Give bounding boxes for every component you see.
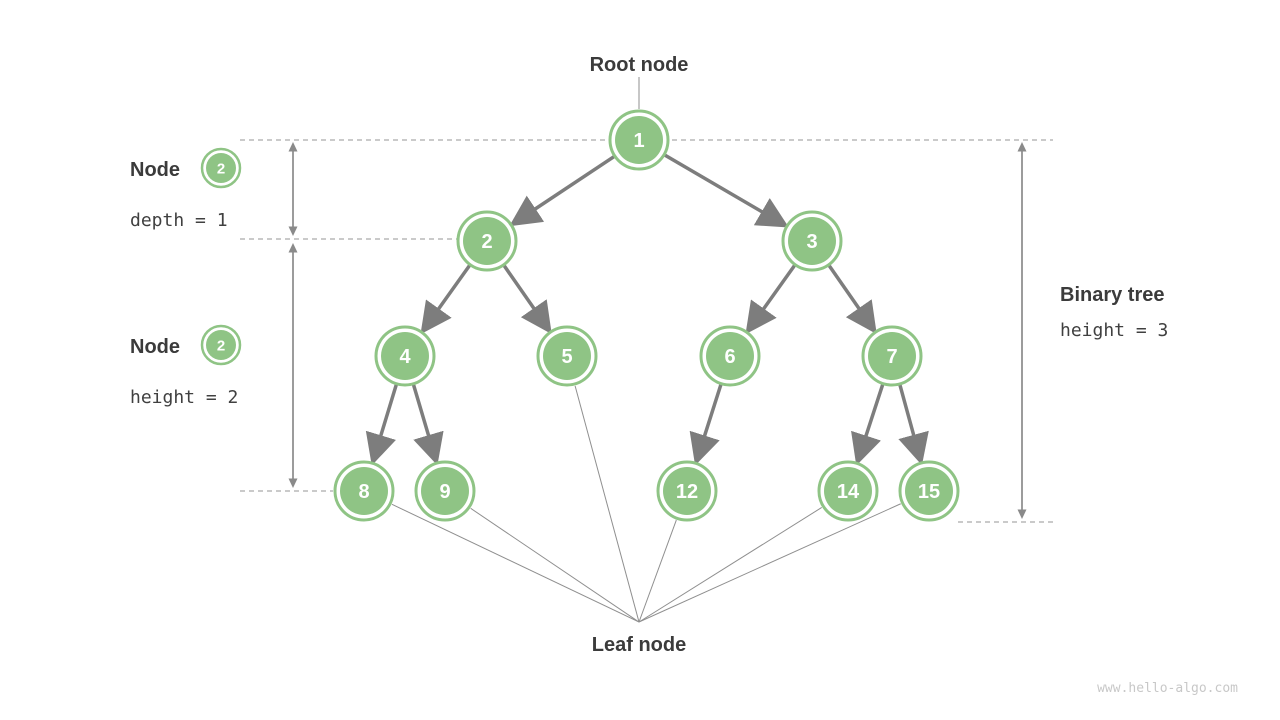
tree-node: 5 [536,325,598,387]
measure-arrow [288,243,298,488]
tree-node-value: 2 [481,231,492,253]
tree-node-circle [663,467,711,515]
measure-arrowhead-down [288,478,298,488]
tree-node-value: 4 [399,346,411,368]
tree-edge [689,383,723,466]
node-height-title: Node [130,336,180,358]
leaf-connector-line [638,507,822,623]
measure-arrowhead-down [288,226,298,236]
leaf-connector-line [470,507,640,623]
leaf-connector-line [391,503,640,623]
tree-node-circle [788,217,836,265]
tree-edge [897,383,929,466]
leaf-connector-line [574,385,640,623]
tree-height-formula: height = 3 [1060,320,1168,341]
tree-edge [411,383,444,466]
tree-node: 4 [374,325,436,387]
tree-node: 2 [456,210,518,272]
measure-arrowhead-down [1017,509,1027,519]
tree-edge [663,153,789,228]
tree-node: 6 [699,325,761,387]
tree-node: 9 [414,460,476,522]
tree-node-value: 8 [358,481,369,503]
node-height-annotation: Node 2 height = 2 [130,324,242,408]
tree-node-value: 3 [806,231,817,253]
tree-node-circle [463,217,511,265]
tree-node-value: 6 [724,346,735,368]
watermark: www.hello-algo.com [1097,681,1238,696]
node-height-badge-icon: 2 [200,324,242,366]
tree-edge [365,383,399,466]
node-depth-title: Node [130,159,180,181]
tree-node-value: 14 [837,481,860,503]
node-depth-formula: depth = 1 [130,210,228,231]
tree-edge [745,263,797,335]
tree-node: 1 [608,109,670,171]
tree-edge [851,383,885,466]
tree-node: 15 [898,460,960,522]
tree-node-circle [905,467,953,515]
measure-arrowhead-up [288,243,298,253]
tree-node: 7 [861,325,923,387]
leaf-connector-line [638,503,901,623]
measure-arrow [1017,142,1027,519]
measure-arrowhead-up [1017,142,1027,152]
tree-node-circle [421,467,469,515]
tree-node: 12 [656,460,718,522]
tree-node-value: 12 [676,481,698,503]
tree-node-circle [543,332,591,380]
node-depth-badge-value: 2 [217,161,225,178]
leaf-node-label: Leaf node [592,634,686,656]
tree-node: 3 [781,210,843,272]
node-height-formula: height = 2 [130,387,238,408]
root-node-label: Root node [590,54,689,76]
tree-node-value: 5 [561,346,572,368]
tree-height-annotation: Binary tree height = 3 [1060,284,1168,341]
tree-node-circle [615,116,663,164]
tree-node-value: 1 [633,130,644,152]
tree-node-circle [868,332,916,380]
tree-node-circle [381,332,429,380]
tree-edge [420,263,472,335]
tree-edges-layer [365,153,929,466]
tree-node-circle [706,332,754,380]
tree-node: 8 [333,460,395,522]
tree-edge [502,263,552,335]
leaf-connector-layer [391,385,901,623]
tree-node: 14 [817,460,879,522]
measure-arrowhead-up [288,142,298,152]
tree-height-title: Binary tree [1060,284,1165,306]
tree-node-circle [824,467,872,515]
node-depth-badge-icon: 2 [200,147,242,189]
tree-node-circle [340,467,388,515]
measure-arrow [288,142,298,236]
node-depth-annotation: Node 2 depth = 1 [130,147,242,231]
tree-edge [827,263,877,335]
tree-edge [509,154,616,227]
tree-node-value: 7 [886,346,897,368]
leaf-connector-line [638,519,677,623]
tree-node-value: 9 [439,481,450,503]
tree-node-value: 15 [918,481,940,503]
node-height-badge-value: 2 [217,338,225,355]
